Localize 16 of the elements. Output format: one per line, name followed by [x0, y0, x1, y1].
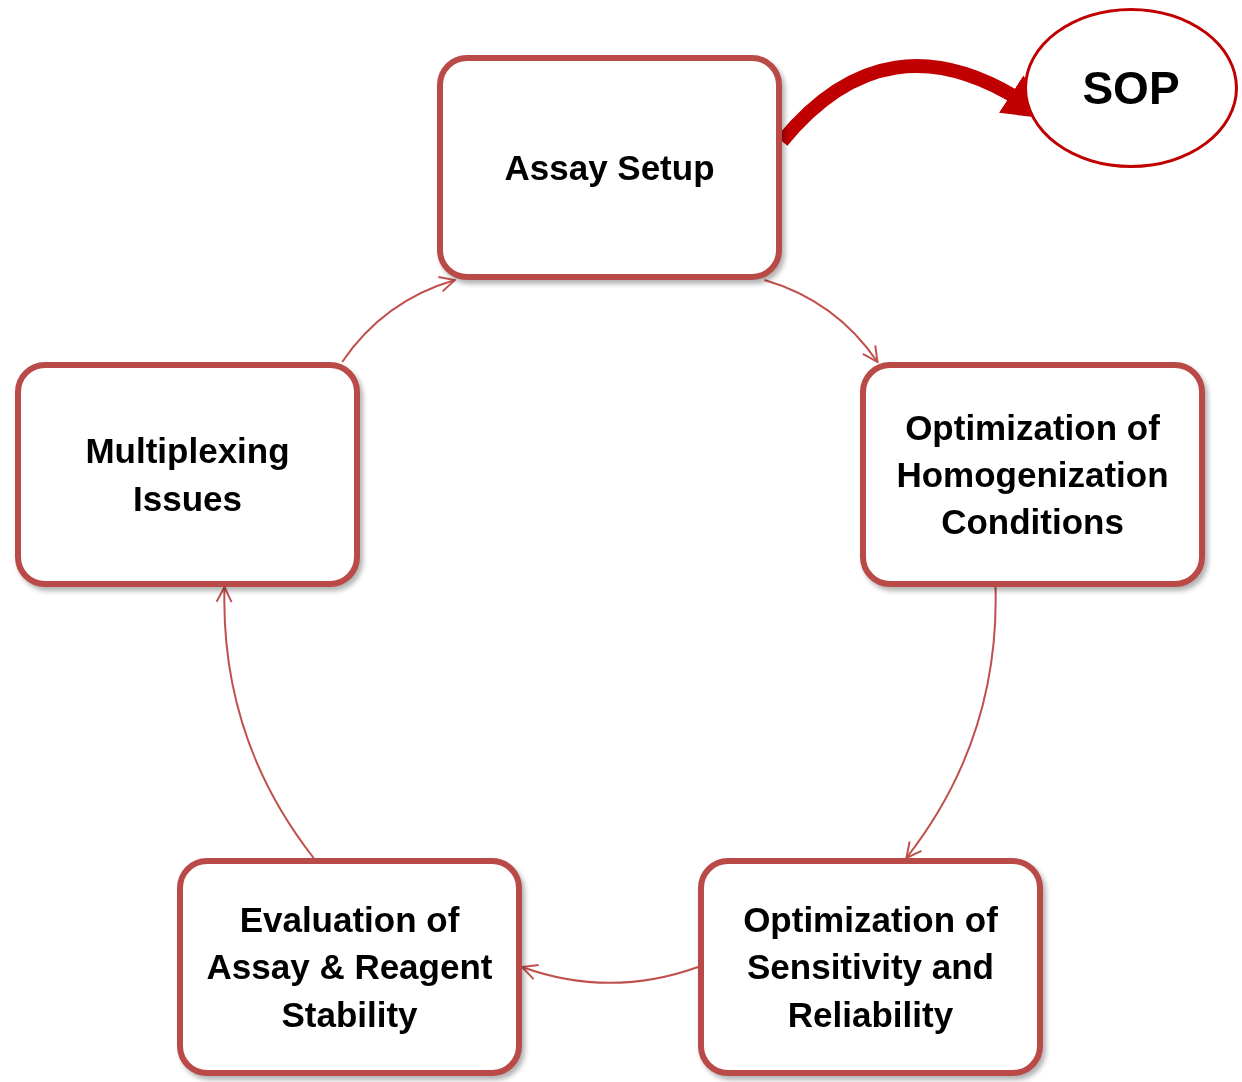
curved-arrow: [521, 963, 699, 984]
curved-arrow: [341, 276, 456, 363]
process-box: [177, 858, 522, 1076]
process-box: [437, 55, 782, 280]
process-box: [860, 362, 1205, 587]
box-label: Evaluation of Assay & Reagent Stability: [205, 899, 494, 1036]
curved-arrow: [216, 586, 315, 859]
ellipse-label: SOP: [1082, 60, 1180, 116]
curved-arrow: [905, 586, 997, 859]
box-label: Assay Setup: [504, 146, 715, 189]
process-box: [698, 858, 1043, 1076]
curved-arrow: [763, 279, 879, 363]
box-label: Multiplexing Issues: [84, 430, 291, 520]
process-box: [15, 362, 360, 587]
box-label: Optimization of Sensitivity and Reliability: [742, 899, 999, 1036]
box-label: Optimization of Homogenization Conditions: [895, 406, 1170, 544]
